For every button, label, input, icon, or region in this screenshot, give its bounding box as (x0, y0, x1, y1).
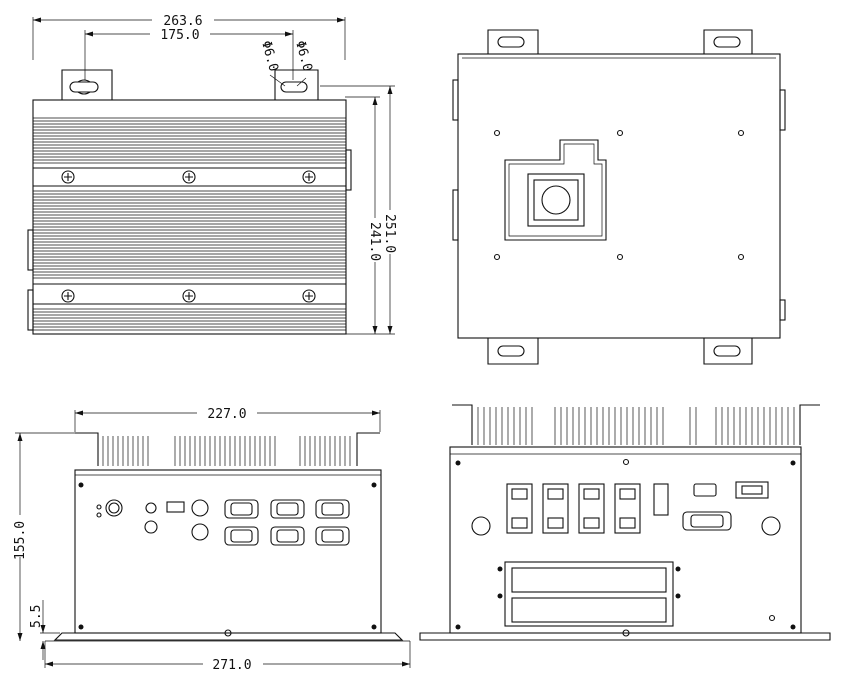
bottom-view (452, 29, 786, 365)
foot-height-label: 5.5 (29, 605, 44, 628)
hole-spacing-label: 175.0 (160, 28, 199, 43)
top-view: 263.6 175.0 Φ6.0 Φ6.0 251.0 241.0 (27, 12, 397, 335)
rear-view (419, 404, 831, 641)
serial-ports (224, 499, 350, 546)
front-view: 227.0 (13, 406, 411, 673)
body-depth-label: 241.0 (367, 222, 382, 261)
overall-width-label: 263.6 (163, 14, 202, 29)
rear-fins (477, 407, 795, 445)
top-width-label: 227.0 (207, 407, 246, 422)
height-label: 155.0 (13, 521, 28, 560)
screws (61, 170, 316, 303)
hole-diameter-label: Φ6.0 (258, 39, 281, 73)
heatsink-fins (33, 117, 346, 331)
lan-ports (506, 483, 641, 534)
hole-diameter-label: Φ6.0 (292, 39, 315, 73)
overall-depth-label: 251.0 (382, 214, 397, 253)
front-fins (102, 436, 351, 466)
base-width-label: 271.0 (212, 658, 251, 673)
